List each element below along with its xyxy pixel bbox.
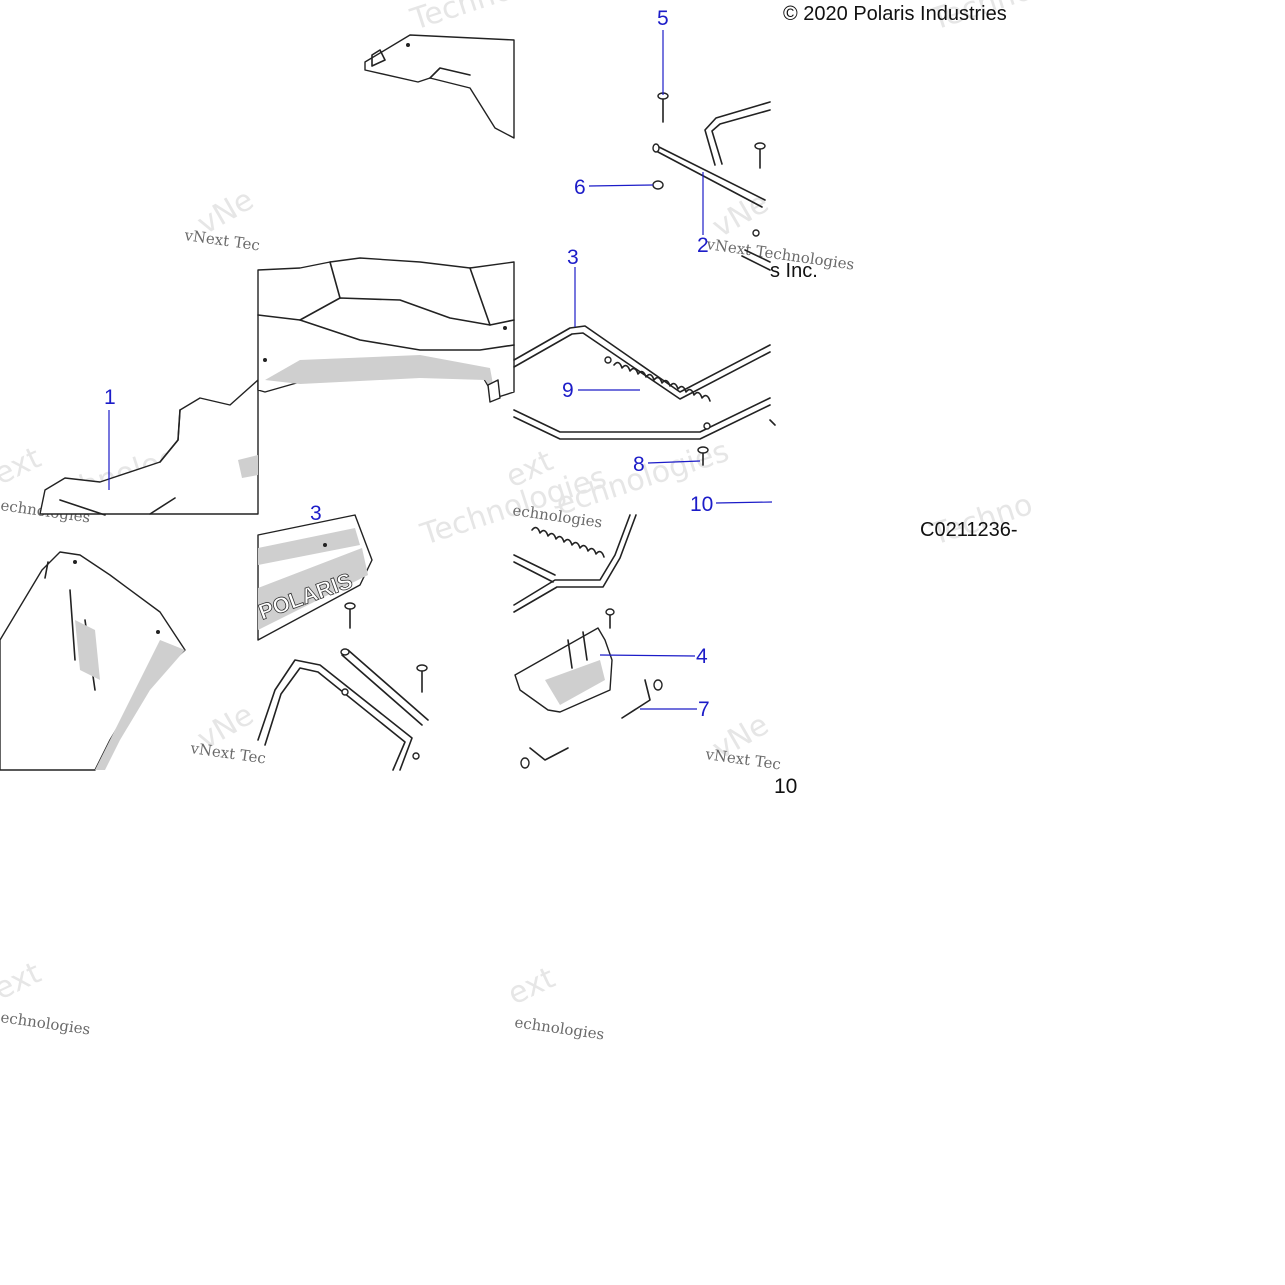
callout-6: 6 [574, 176, 586, 199]
callout-10a: 10 [690, 493, 713, 516]
mounting-bracket-assembly [513, 419, 776, 769]
watermark-vnext-tec-2: vNext Tec [188, 739, 267, 768]
watermark-vnext-tec-3: vNext Tec [703, 745, 782, 774]
watermark-technologies-small-bottom-left: echnologies [0, 1008, 92, 1038]
diagram-code: C0211236- [920, 519, 1017, 541]
watermark-technologies-top: Techno [406, 0, 517, 38]
watermark-technologies-small-bottom-center: echnologies [513, 1013, 605, 1043]
copyright-fragment: s Inc. [770, 260, 818, 282]
callout-10b: 10 [774, 775, 797, 798]
rear-panel-fragment [364, 34, 515, 139]
callout-2: 2 [697, 234, 709, 257]
callout-5: 5 [657, 7, 669, 30]
callout-4: 4 [696, 645, 708, 668]
spring-coil-lower [531, 526, 605, 558]
callout-3a: 3 [567, 246, 579, 269]
watermark-ext-4: ext [503, 960, 561, 1012]
fender-panel-bottom-left [0, 551, 186, 771]
callout-labels: 1 2 3 3 4 5 6 7 8 9 10 10 [104, 7, 797, 798]
fender-rack-structure [257, 257, 515, 403]
leader-lines [108, 30, 773, 710]
watermark-ext-3: ext [0, 955, 47, 1007]
callout-3b: 3 [310, 502, 322, 525]
callout-9: 9 [562, 379, 574, 402]
watermark-ext-1: ext [0, 440, 47, 492]
grab-bar-spring-assembly [513, 325, 771, 466]
spring-coil [613, 361, 711, 402]
callout-8: 8 [633, 453, 645, 476]
callout-7: 7 [698, 698, 710, 721]
body-panel-left [39, 379, 259, 516]
polaris-plate-assembly: POLARIS [255, 514, 429, 771]
copyright-text: © 2020 Polaris Industries [783, 3, 1007, 25]
callout-1: 1 [104, 386, 116, 409]
grab-bar-upper [652, 92, 771, 271]
watermark-vnext-tec-1: vNext Tec [182, 226, 261, 255]
